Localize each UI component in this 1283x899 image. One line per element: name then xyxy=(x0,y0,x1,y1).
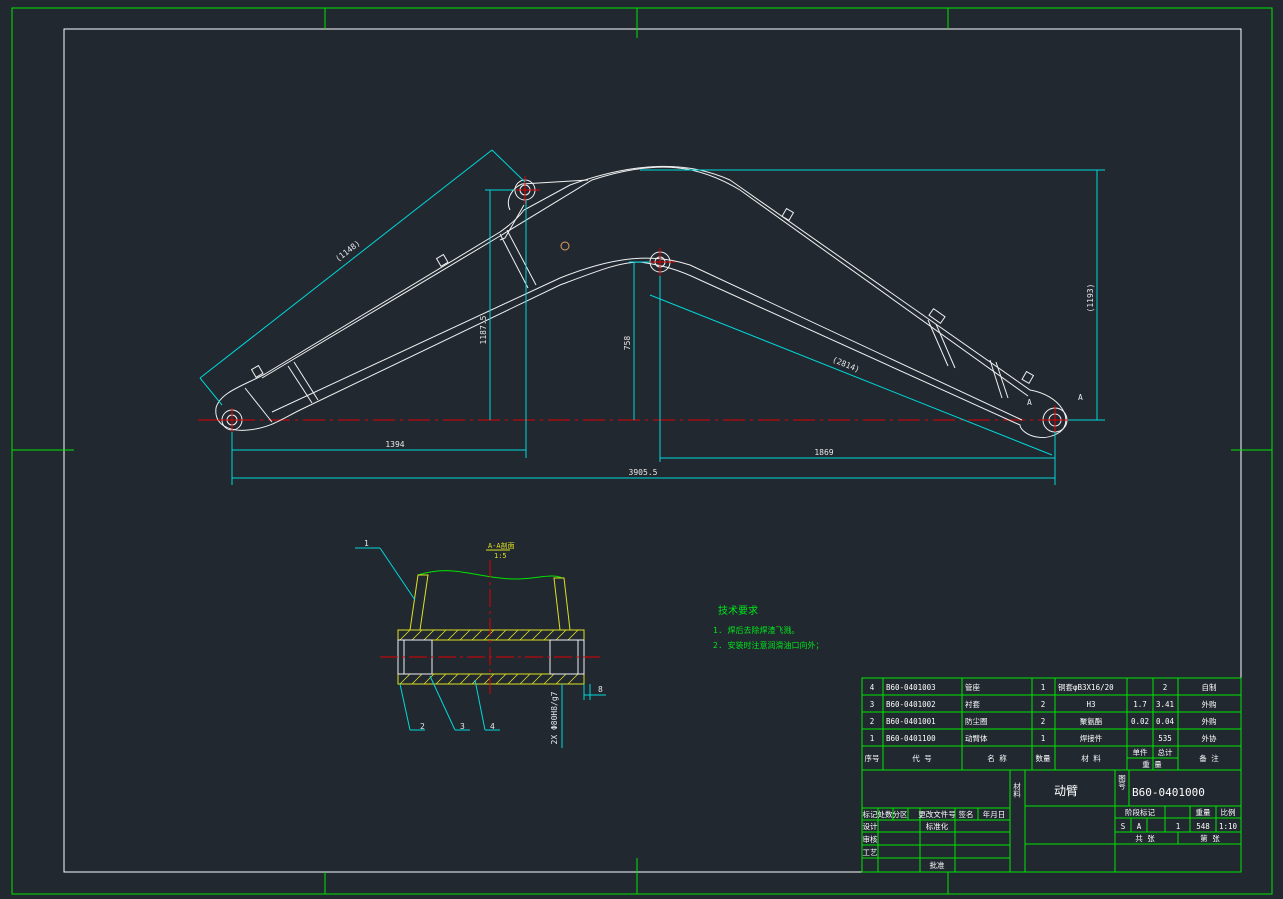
section-dim-vertical: 2X Φ80H8/g7 xyxy=(550,691,559,744)
section-callout-3: 3 xyxy=(460,722,465,731)
bom-row-2-unit: 0.02 xyxy=(1131,717,1149,726)
dim-horiz-total: 3905.5 xyxy=(629,468,658,477)
sign-label-design: 设计 xyxy=(863,821,878,831)
pin-holes xyxy=(221,179,1068,433)
title-block-stage-a: A xyxy=(1137,822,1142,831)
bom-header-note: 备 注 xyxy=(1199,753,1219,763)
bom-row-1-no: 1 xyxy=(870,734,875,743)
dim-height-mid: 758 xyxy=(623,336,632,351)
title-block-drawing-no-label: 图号 xyxy=(1118,774,1127,791)
bom-row-2-name: 防尘圈 xyxy=(965,716,988,726)
bom-row-3-total: 3.41 xyxy=(1156,700,1174,709)
bom-header-material: 材 料 xyxy=(1081,753,1101,763)
bom-header-total: 总计 xyxy=(1158,747,1174,757)
sign-label-review: 审核 xyxy=(863,834,878,844)
title-block-scale: 1:10 xyxy=(1219,822,1238,831)
section-view: A-A剖面 1:5 xyxy=(355,539,606,748)
sign-label-standard: 标准化 xyxy=(926,821,949,831)
bom-header-name: 名 称 xyxy=(987,753,1007,763)
title-block-sheet: 第 张 xyxy=(1200,833,1220,843)
bom-header-qty: 数量 xyxy=(1036,753,1052,763)
section-marker-left: A xyxy=(1027,398,1032,407)
bom-row-4-total: 2 xyxy=(1163,683,1168,692)
bom-row-1-code: B60-0401100 xyxy=(886,734,936,743)
bom-table xyxy=(861,677,1242,873)
title-block-drawing-no: B60-0401000 xyxy=(1132,786,1205,799)
bom-row-3-unit: 1.7 xyxy=(1133,700,1147,709)
bom-row-1-note: 外协 xyxy=(1202,733,1218,743)
bom-row-1-name: 动臂体 xyxy=(965,733,988,743)
bom-row-3-note: 外购 xyxy=(1202,699,1217,709)
section-callout-4: 4 xyxy=(490,722,495,731)
bom-row-3-qty: 2 xyxy=(1041,700,1046,709)
bom-row-2-qty: 2 xyxy=(1041,717,1046,726)
bom-row-4-material: 铜套φB3X16/20 xyxy=(1058,682,1114,692)
section-marker-right: A xyxy=(1078,393,1083,402)
rev-label-count: 处数 xyxy=(878,809,893,819)
bom-row-1-qty: 1 xyxy=(1041,734,1046,743)
rev-label-zone: 分区 xyxy=(893,810,908,819)
bom-row-4-code: B60-0401003 xyxy=(886,683,936,692)
section-scale: 1:5 xyxy=(494,552,507,560)
title-block-weight-label: 重量 xyxy=(1196,808,1212,817)
bom-row-1-material: 焊接件 xyxy=(1080,733,1103,743)
bom-row-2-code: B60-0401001 xyxy=(886,717,936,726)
title-block-stage-label: 阶段标记 xyxy=(1125,807,1155,817)
section-title: A-A剖面 xyxy=(488,541,515,550)
bom-header-no: 序号 xyxy=(865,753,880,763)
dimension-labels: (1148) 1187.5 758 (1193) (2814) 1394 186… xyxy=(334,239,1095,477)
rev-label-mark: 标记 xyxy=(863,809,878,819)
section-dim-small: 8 xyxy=(598,685,603,694)
bom-row-2-note: 外购 xyxy=(1202,716,1217,726)
dim-horiz-left: 1394 xyxy=(385,440,404,449)
dimension-lines xyxy=(199,149,1105,485)
bom-row-2-total: 0.04 xyxy=(1156,717,1175,726)
sign-label-process: 工艺 xyxy=(863,848,878,857)
dim-height-left: 1187.5 xyxy=(479,315,488,344)
dim-diag-right: (2814) xyxy=(831,355,861,374)
bom-row-3-no: 3 xyxy=(870,700,875,709)
dim-boom-length: (1148) xyxy=(334,239,362,264)
bom-row-1-total: 535 xyxy=(1158,734,1172,743)
tech-requirements: 技术要求 1. 焊后去除焊渣飞溅。 2. 安装时注意润滑油口向外； xyxy=(713,604,823,650)
section-callout-1: 1 xyxy=(364,539,369,548)
bom-header-weight: 重 量 xyxy=(1142,760,1162,769)
bom-row-4-note: 自制 xyxy=(1202,682,1217,692)
bom-row-3-code: B60-0401002 xyxy=(886,700,936,709)
title-block-part-name: 动臂 xyxy=(1054,784,1078,798)
pin-center-marks xyxy=(218,176,1070,435)
bom-cells: 4 B60-0401003 管座 1 铜套φB3X16/20 2 自制 3 B6… xyxy=(865,682,1220,769)
bom-header-unit: 单件 xyxy=(1133,747,1149,757)
tech-item-1: 1. 焊后去除焊渣飞溅。 xyxy=(713,625,799,635)
rev-label-date: 年月日 xyxy=(983,809,1006,819)
title-block-scale-label: 比例 xyxy=(1221,807,1236,817)
bom-row-2-no: 2 xyxy=(870,717,875,726)
frame-zone-marks xyxy=(12,8,1272,894)
boom-outline xyxy=(215,165,1067,438)
title-block-material-label: 材料 xyxy=(1012,781,1021,799)
rev-label-sign: 签名 xyxy=(959,809,974,819)
title-block-sheets: 共 张 xyxy=(1135,834,1155,843)
drawing-frame-outer xyxy=(11,7,1273,895)
bom-row-3-name: 衬套 xyxy=(965,699,980,709)
bom-row-3-material: H3 xyxy=(1086,700,1095,709)
dim-height-right: (1193) xyxy=(1086,284,1095,313)
title-block-stage-s: S xyxy=(1121,822,1126,831)
dim-horiz-right: 1869 xyxy=(814,448,833,457)
title-block-sheet-qty: 1 xyxy=(1176,822,1181,831)
bom-row-4-name: 管座 xyxy=(965,682,980,692)
rev-label-doc: 更改文件号 xyxy=(918,809,956,819)
section-callout-2: 2 xyxy=(420,722,425,731)
sign-label-approve: 批准 xyxy=(930,860,945,870)
title-block-weight: 548 xyxy=(1196,822,1210,831)
tech-item-2: 2. 安装时注意润滑油口向外； xyxy=(713,640,823,650)
bom-row-4-no: 4 xyxy=(870,683,875,692)
tech-title: 技术要求 xyxy=(718,604,758,617)
title-block: 材料 动臂 图号 B60-0401000 阶段标记 重量 比例 S A 1 54… xyxy=(863,774,1238,870)
bom-row-4-qty: 1 xyxy=(1041,683,1046,692)
lube-fitting xyxy=(560,241,570,251)
bom-row-2-material: 聚氨酯 xyxy=(1080,716,1103,726)
bom-header-code: 代 号 xyxy=(912,753,932,763)
